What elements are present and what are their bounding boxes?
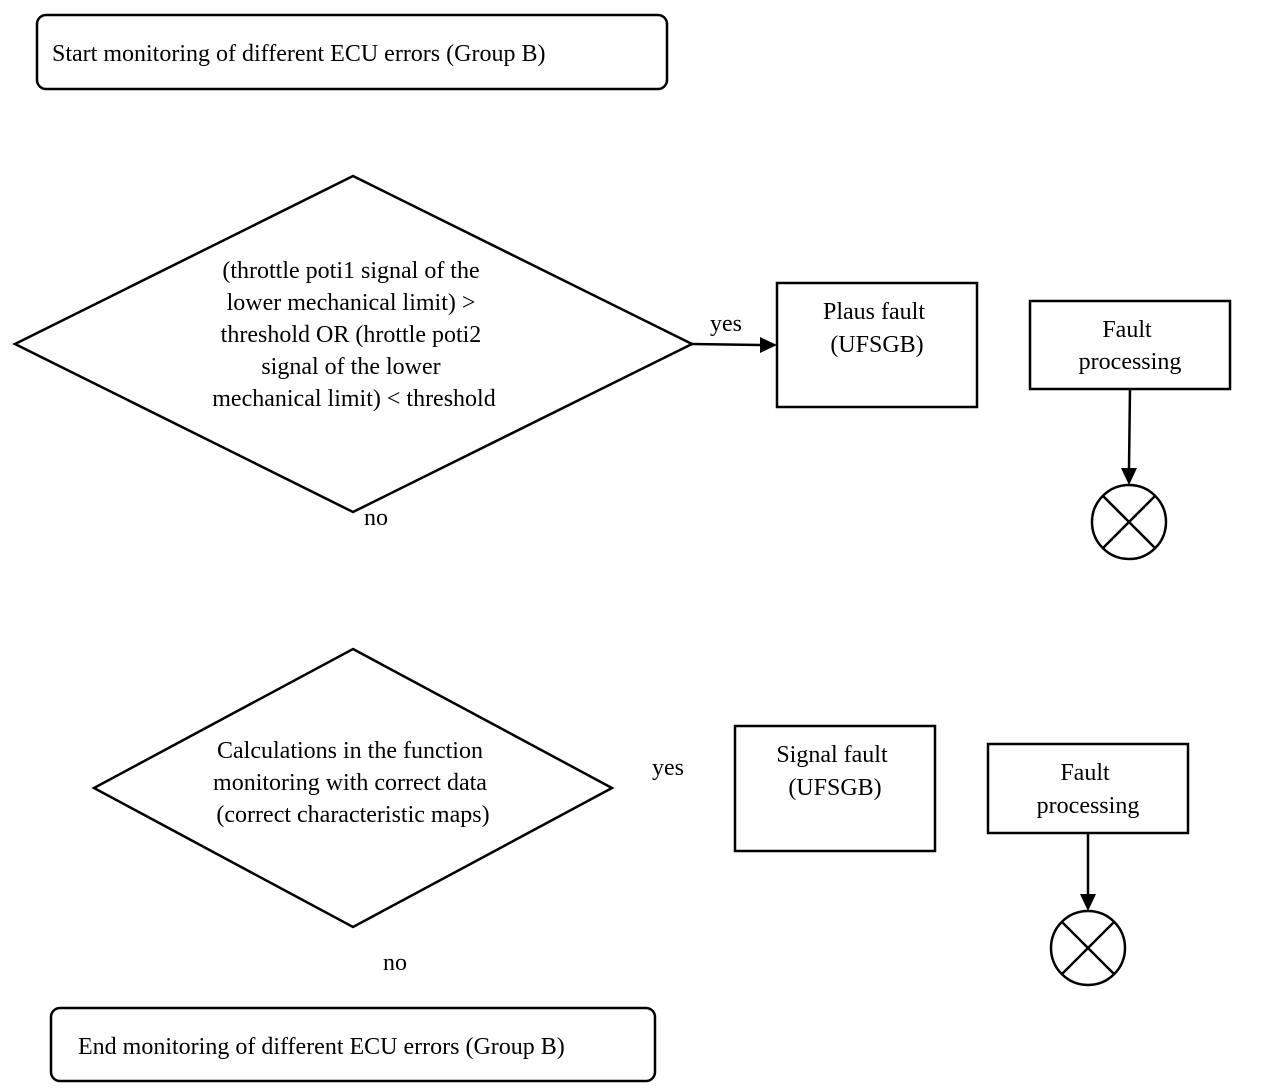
decision-1-label: (throttle poti1 signal of the lower mech… bbox=[212, 258, 495, 412]
decision-2: Calculations in the function monitoring … bbox=[91, 647, 615, 929]
decision-1-yes-label: yes bbox=[710, 311, 742, 337]
plaus-fault-label: Plaus fault (UFSGB) bbox=[823, 299, 931, 358]
decision-2-yes-label: yes bbox=[652, 755, 684, 781]
fault-processing-box-2: Fault processing bbox=[986, 742, 1190, 835]
fault-processing-2-label: Fault processing bbox=[1037, 760, 1140, 819]
decision-2-no-label: no bbox=[383, 950, 407, 976]
end-box: End monitoring of different ECU errors (… bbox=[49, 1006, 657, 1083]
decision-1-no-label: no bbox=[364, 505, 388, 531]
start-box-label: Start monitoring of different ECU errors… bbox=[52, 41, 545, 67]
plaus-fault-box: Plaus fault (UFSGB) bbox=[775, 281, 979, 409]
fault-processing-2-connector bbox=[1080, 833, 1096, 911]
fault-processing-box-1: Fault processing bbox=[1028, 299, 1232, 391]
start-box: Start monitoring of different ECU errors… bbox=[35, 13, 669, 91]
stop-symbol-2 bbox=[1049, 909, 1127, 987]
decision-2-label: Calculations in the function monitoring … bbox=[213, 738, 493, 828]
decision-1: (throttle poti1 signal of the lower mech… bbox=[12, 174, 695, 514]
end-box-label: End monitoring of different ECU errors (… bbox=[78, 1034, 565, 1060]
fault-processing-1-label: Fault processing bbox=[1079, 317, 1182, 375]
signal-fault-box: Signal fault (UFSGB) bbox=[733, 724, 937, 853]
stop-symbol-1 bbox=[1090, 483, 1168, 561]
fault-processing-1-connector bbox=[1121, 388, 1137, 485]
decision-1-yes-connector bbox=[691, 337, 777, 353]
signal-fault-label: Signal fault (UFSGB) bbox=[776, 742, 893, 801]
